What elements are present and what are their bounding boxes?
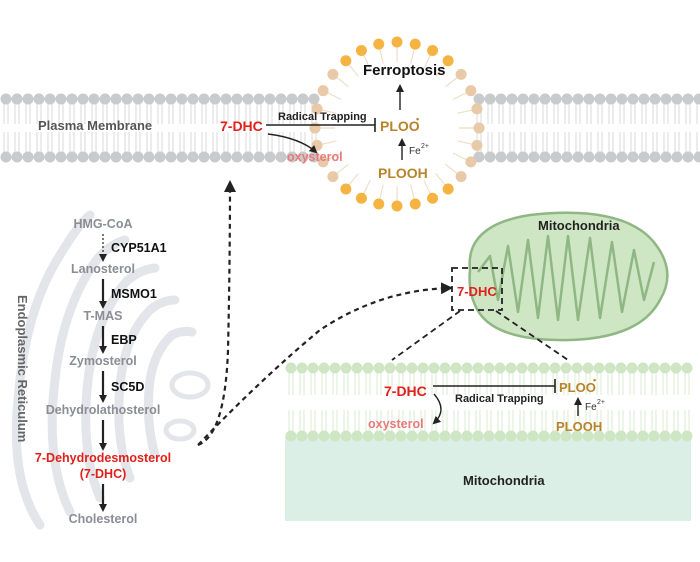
enzyme-sc5d: SC5D xyxy=(111,380,144,394)
mitochondria-top-label: Mitochondria xyxy=(538,218,620,233)
enzyme-ebp: EBP xyxy=(111,333,137,347)
er-cisternae xyxy=(11,210,211,530)
mito-radical-trapping-label: Radical Trapping xyxy=(455,393,544,405)
er-to-plasma-membrane-dashed-arrow xyxy=(197,180,236,447)
mitochondrion-organelle xyxy=(468,211,669,342)
metabolite-2: T-MAS xyxy=(84,309,123,323)
ferroptosis-pore xyxy=(309,36,485,212)
mito-oxysterol-arrow xyxy=(432,393,442,425)
metabolite-1: Lanosterol xyxy=(71,262,135,276)
mito-fe-charge: 2+ xyxy=(597,399,605,406)
mito-oxysterol-label: oxysterol xyxy=(368,417,424,431)
metabolite-0: HMG-CoA xyxy=(73,217,132,231)
mitochondria-bottom-label: Mitochondria xyxy=(463,473,545,488)
ferroptosis-label: Ferroptosis xyxy=(363,62,446,79)
pm-ploo-label: PLOO xyxy=(380,118,420,134)
zoom-line-left xyxy=(391,310,461,361)
pm-radical-trapping-label: Radical Trapping xyxy=(278,111,367,123)
mito-membrane-inner-leaflet xyxy=(285,410,693,442)
er-label: Endoplasmic Reticulum xyxy=(15,295,30,442)
pm-fe-label: Fe xyxy=(409,146,421,157)
pm-oxysterol-label: oxysterol xyxy=(287,150,343,164)
mito-membrane-outer-leaflet xyxy=(285,362,693,395)
mitochondrial-matrix xyxy=(285,437,691,521)
pm-plooh-label: PLOOH xyxy=(378,165,428,181)
metabolite-5: 7-Dehydrodesmosterol xyxy=(35,451,171,465)
plasma-membrane-inner-leaflet xyxy=(0,132,700,163)
metabolite-3: Zymosterol xyxy=(69,354,136,368)
mito-fe-label: Fe xyxy=(585,402,597,413)
mito-7dhc-label: 7-DHC xyxy=(384,383,427,399)
enzyme-cyp51a1: CYP51A1 xyxy=(111,241,167,255)
plasma-membrane-outer-leaflet xyxy=(0,93,700,124)
zoom-box xyxy=(451,267,503,311)
er-to-mitochondria-dashed-arrow xyxy=(197,282,453,446)
mito-ploo-label: PLOO xyxy=(559,380,596,395)
pm-fe-charge: 2+ xyxy=(421,143,429,150)
metabolite-7: Cholesterol xyxy=(69,512,138,526)
pm-7dhc-label: 7-DHC xyxy=(220,118,263,134)
pm-oxysterol-arrow xyxy=(267,133,318,154)
plasma-membrane-label: Plasma Membrane xyxy=(38,118,152,133)
mito-ploo-radical-dot: • xyxy=(593,375,596,385)
mito-plooh-label: PLOOH xyxy=(556,419,602,434)
mito-box-7dhc-label: 7-DHC xyxy=(457,284,497,299)
metabolite-6: (7-DHC) xyxy=(80,467,127,481)
metabolite-4: Dehydrolathosterol xyxy=(46,403,161,417)
pm-ploo-radical-dot: • xyxy=(416,114,419,124)
zoom-line-right xyxy=(495,310,569,361)
enzyme-msmo1: MSMO1 xyxy=(111,287,157,301)
